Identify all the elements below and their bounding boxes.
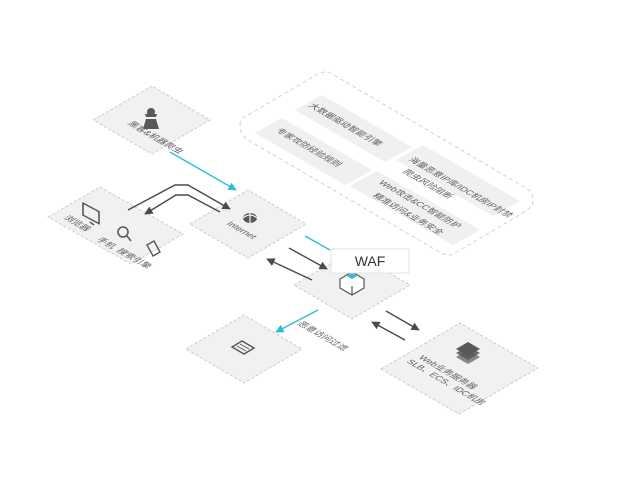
arrow-waf-to-malicious (275, 309, 319, 333)
log-icon (230, 340, 256, 355)
arrow-waf-to-origin (385, 310, 420, 331)
globe-icon (242, 213, 258, 223)
arrow-origin-to-waf (371, 321, 406, 341)
monitor-icon (82, 201, 100, 226)
waf-label: WAF (355, 253, 386, 269)
arrow-clients-to-internet (127, 184, 231, 211)
clients-node: 浏览器 手机 搜索引擎 (46, 186, 185, 270)
mobile-icon (146, 240, 161, 257)
waf-badge: WAF (330, 248, 410, 274)
arrow-attackers-to-internet (169, 151, 237, 191)
arrow-internet-to-waf-cyan (304, 235, 331, 251)
arrow-waf-to-internet (266, 258, 313, 281)
attackers-node: 黑客&机器爬虫 (91, 85, 211, 155)
search-icon (117, 226, 132, 242)
arrow-internet-to-waf (288, 247, 328, 270)
firewall-icon (338, 271, 366, 296)
arrow-internet-to-clients (144, 194, 221, 215)
waf-node: WAF (293, 248, 411, 320)
internet-node: Internet (189, 189, 307, 259)
malicious-filter-label: 恶意访问过滤 (295, 319, 351, 351)
arrows (127, 151, 420, 341)
server-icon (456, 342, 480, 364)
origin-server-node: Web业务服务器 SLB、ECS、IDC机房 (380, 322, 539, 415)
hacker-icon (143, 108, 159, 129)
malicious-filter-node (185, 314, 303, 384)
